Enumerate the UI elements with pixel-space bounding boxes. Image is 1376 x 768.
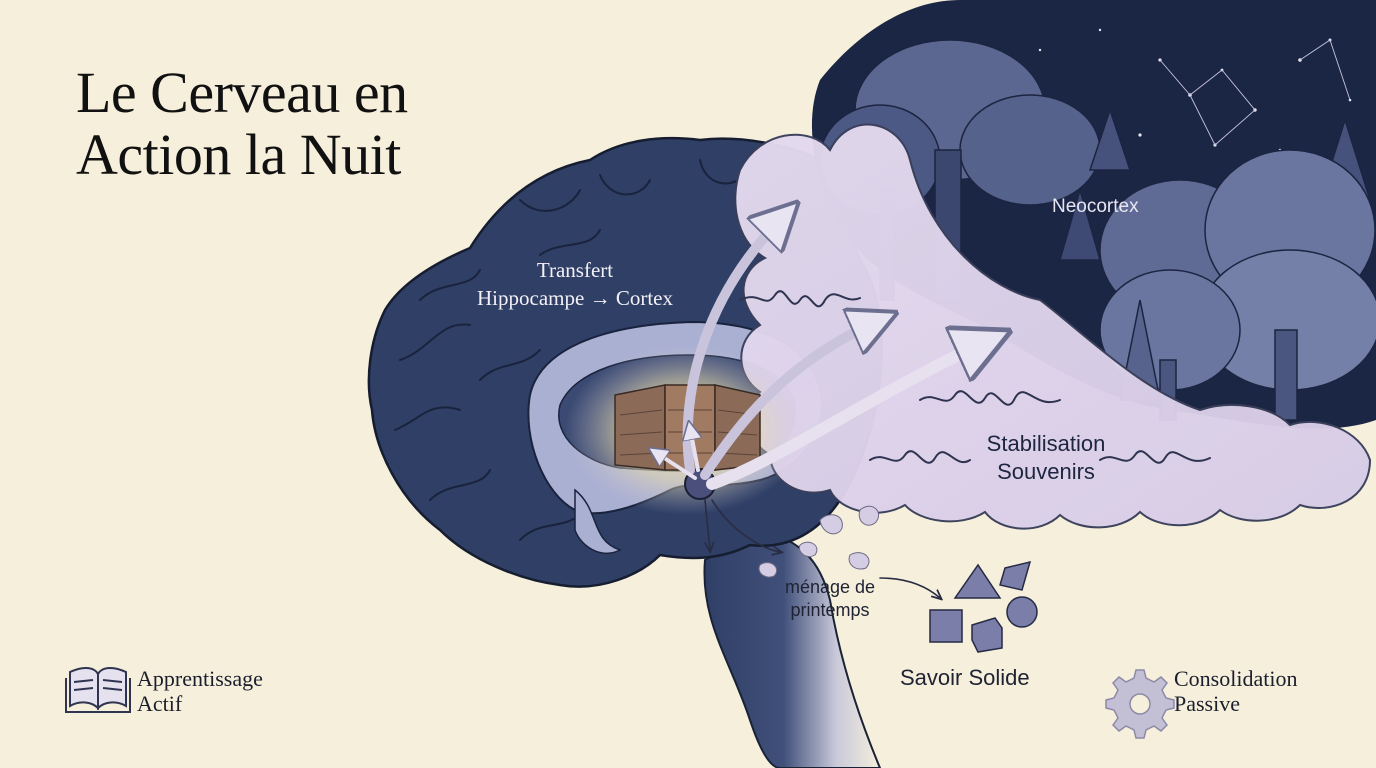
spring-cleaning-label: ménage de printemps (760, 576, 900, 622)
stabilisation-label: Stabilisation Souvenirs (946, 430, 1146, 486)
neocortex-label: Neocortex (1052, 196, 1139, 218)
solid-knowledge-label: Savoir Solide (900, 665, 1030, 691)
active-learning-legend: Apprentissage Actif (137, 666, 263, 716)
transfer-label: Transfert Hippocampe → Cortex (440, 256, 710, 312)
open-book-icon (66, 668, 130, 712)
passive-consolidation-legend: Consolidation Passive (1174, 666, 1297, 716)
solid-knowledge-shapes (930, 562, 1037, 652)
gear-icon (1106, 670, 1174, 738)
